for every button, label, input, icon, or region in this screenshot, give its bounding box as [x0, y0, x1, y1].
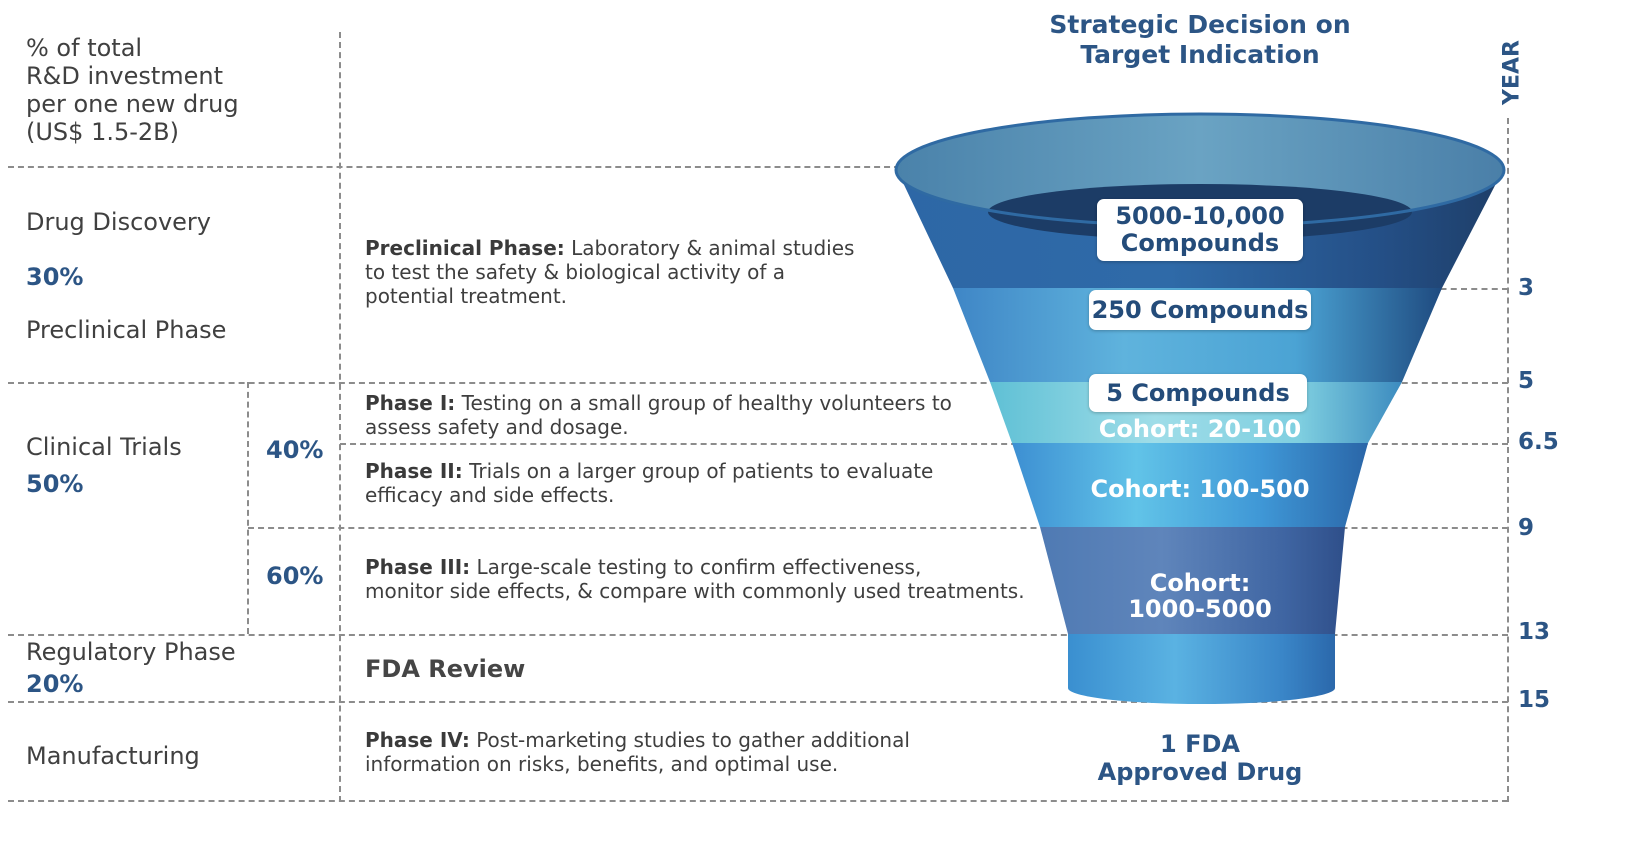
divider-phase3 — [8, 634, 1508, 636]
year-tick-3: 3 — [1518, 275, 1535, 301]
phase3-line-1: Large-scale testing to confirm effective… — [470, 555, 922, 579]
cohort-label-3-line-1: Cohort: — [1149, 569, 1251, 597]
cohort-label-3: Cohort: 1000-5000 — [1050, 570, 1350, 622]
preclinical-description: Preclinical Phase: Laboratory & animal s… — [365, 236, 854, 308]
year-tick-5: 5 — [1518, 368, 1535, 394]
funnel-band-6 — [1068, 634, 1335, 705]
funnel-band-2 — [953, 288, 1442, 382]
funnel-band-5 — [1040, 527, 1345, 634]
preclinical-phase-label: Preclinical Phase — [26, 316, 227, 344]
approved-drug-line-1: 1 FDA — [1160, 730, 1240, 758]
phase1-line-2: assess safety and dosage. — [365, 415, 629, 439]
drug-discovery-label: Drug Discovery — [26, 208, 211, 236]
phase4-line-1: Post-marketing studies to gather additio… — [469, 728, 910, 752]
phase4-line-2: information on risks, benefits, and opti… — [365, 752, 839, 776]
investment-line-2: R&D investment — [26, 62, 224, 90]
divider-phase2 — [248, 527, 1508, 529]
regulatory-phase-label: Regulatory Phase — [26, 638, 236, 666]
compounds-box-2: 250 Compounds — [1089, 290, 1311, 330]
investment-line-1: % of total — [26, 34, 143, 62]
manufacturing-label: Manufacturing — [26, 742, 200, 770]
drug-discovery-pct: 30% — [26, 263, 84, 291]
phase2-description: Phase II: Trials on a larger group of pa… — [365, 459, 933, 507]
divider-bottom — [8, 800, 1508, 802]
phase3-title: Phase III: — [365, 555, 471, 579]
preclinical-title: Preclinical Phase: — [365, 236, 565, 260]
divider-phase1 — [340, 443, 1508, 445]
approved-drug-line-2: Approved Drug — [1097, 758, 1303, 786]
regulatory-pct: 20% — [26, 670, 84, 698]
investment-line-3: per one new drug — [26, 90, 239, 118]
phase1-title: Phase I: — [365, 391, 456, 415]
year-tick-15: 15 — [1518, 687, 1551, 713]
phase1-description: Phase I: Testing on a small group of hea… — [365, 391, 952, 439]
funnel-title-line-2: Target Indication — [1080, 40, 1320, 69]
divider-vertical-main — [339, 32, 341, 802]
fda-review-label: FDA Review — [365, 655, 526, 683]
year-tick-13: 13 — [1518, 619, 1551, 645]
phase3-pct: 60% — [266, 562, 324, 590]
divider-regulatory — [8, 701, 1508, 703]
divider-header — [8, 166, 900, 168]
phase3-line-2: monitor side effects, & compare with com… — [365, 579, 1025, 603]
compounds-box-1-line-2: Compounds — [1120, 229, 1280, 257]
phase12-pct: 40% — [266, 436, 324, 464]
divider-vertical-clinical — [247, 382, 249, 634]
cohort-label-3-line-2: 1000-5000 — [1128, 595, 1272, 623]
funnel-title-line-1: Strategic Decision on — [1049, 10, 1351, 39]
phase2-line-1: Trials on a larger group of patients to … — [462, 459, 934, 483]
cohort-label-2: Cohort: 100-500 — [1090, 475, 1310, 503]
phase3-description: Phase III: Large-scale testing to confir… — [365, 555, 1025, 603]
year-tick-6-5: 6.5 — [1518, 429, 1559, 455]
phase4-title: Phase IV: — [365, 728, 470, 752]
year-tick-9: 9 — [1518, 515, 1535, 541]
investment-line-4: (US$ 1.5-2B) — [26, 118, 179, 146]
approved-drug-label: 1 FDA Approved Drug — [1050, 730, 1350, 786]
compounds-box-3: 5 Compounds — [1089, 374, 1307, 412]
preclinical-line-1: Laboratory & animal studies — [564, 236, 855, 260]
clinical-trials-pct: 50% — [26, 470, 84, 498]
funnel-band-4 — [1012, 443, 1368, 527]
compounds-box-1-line-1: 5000-10,000 — [1115, 202, 1285, 230]
divider-year3 — [1420, 288, 1508, 290]
phase2-line-2: efficacy and side effects. — [365, 483, 615, 507]
divider-preclinical — [8, 382, 1508, 384]
clinical-trials-label: Clinical Trials — [26, 433, 182, 461]
funnel-title: Strategic Decision on Target Indication — [1030, 10, 1370, 70]
preclinical-line-2: to test the safety & biological activity… — [365, 260, 786, 284]
compounds-box-1: 5000-10,000 Compounds — [1097, 199, 1303, 261]
cohort-label-1: Cohort: 20-100 — [1098, 415, 1302, 443]
investment-header: % of total R&D investment per one new dr… — [26, 34, 239, 146]
year-axis-line — [1507, 118, 1509, 802]
preclinical-line-3: potential treatment. — [365, 284, 568, 308]
phase1-line-1: Testing on a small group of healthy volu… — [455, 391, 952, 415]
phase2-title: Phase II: — [365, 459, 463, 483]
phase4-description: Phase IV: Post-marketing studies to gath… — [365, 728, 910, 776]
